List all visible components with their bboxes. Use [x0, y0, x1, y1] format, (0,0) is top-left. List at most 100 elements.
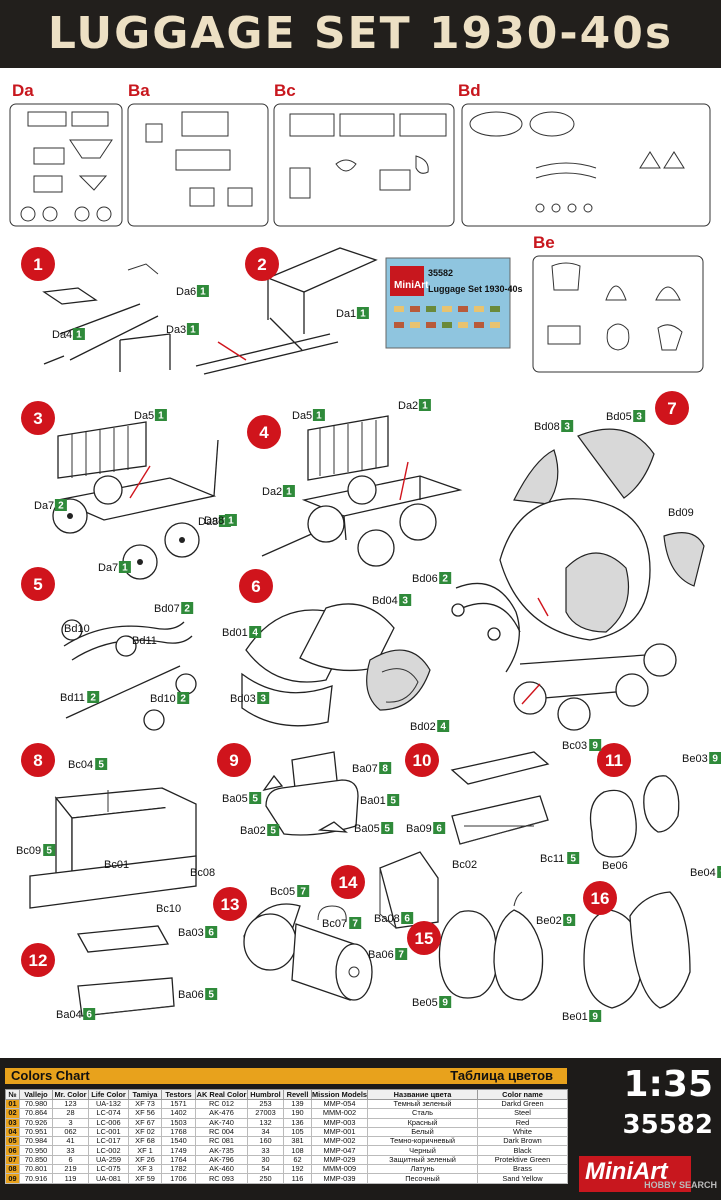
callout-color-number: 6 — [404, 914, 410, 925]
table-cell: XF 68 — [128, 1136, 162, 1147]
table-cell: LC-074 — [88, 1108, 129, 1119]
callout-color-box — [257, 692, 270, 704]
table-cell: 70.951 — [19, 1126, 53, 1138]
table-cell: MMM-002 — [311, 1108, 368, 1119]
table-cell: 27003 — [247, 1108, 284, 1119]
callout-part-label: Da7 — [98, 562, 118, 574]
step-markers: 1 2 3 4 5 6 7 8 9 10 11 12 13 14 15 16 — [21, 247, 689, 977]
callout-part-label: Bc10 — [156, 903, 181, 915]
callout-color-number: 2 — [442, 574, 448, 585]
step-3-marker: 3 — [21, 401, 55, 435]
table-cell: 123 — [52, 1098, 89, 1110]
colors-column-header: Revell — [283, 1089, 312, 1100]
callout-ba01: Ba01 5 — [360, 794, 400, 807]
callout-color-box — [349, 917, 362, 929]
svg-text:6: 6 — [251, 577, 260, 596]
callout-color-box — [563, 914, 576, 926]
table-cell: 136 — [283, 1117, 312, 1128]
callout-part-label: Ba03 — [178, 927, 204, 939]
callout-color-box — [633, 410, 646, 422]
sprue-ba: Ba — [127, 81, 269, 227]
callout-part-label: Bc09 — [16, 845, 41, 857]
callout-part-label: Be01 — [562, 1011, 588, 1023]
step1-drawing — [42, 263, 171, 372]
table-cell: 03 — [5, 1117, 20, 1128]
callout-color-number: 9 — [442, 998, 448, 1009]
callout-color-box — [177, 692, 190, 704]
table-cell: 253 — [247, 1098, 284, 1110]
sprue-label-ba: Ba — [128, 81, 150, 100]
table-cell: Black — [477, 1145, 568, 1156]
callout-part-label: Da5 — [292, 410, 312, 422]
callout-color-box — [395, 948, 408, 960]
table-cell: 1571 — [161, 1098, 196, 1110]
svg-text:13: 13 — [221, 895, 240, 914]
table-cell: White — [477, 1126, 568, 1138]
callout-color-box — [205, 988, 218, 1000]
table-cell: 139 — [283, 1098, 312, 1110]
callout-color-number: 7 — [398, 950, 404, 961]
callout-part-label: Bd08 — [534, 421, 560, 433]
callout-bc02: Bc02 — [452, 859, 477, 871]
table-cell: 04 — [5, 1126, 20, 1138]
callout-color-number: 5 — [390, 796, 396, 807]
table-cell: 381 — [283, 1136, 312, 1147]
table-cell: Dark Brown — [477, 1136, 568, 1147]
callout-color-number: 1 — [286, 487, 292, 498]
callout-part-label: Bc04 — [68, 759, 93, 771]
table-cell: 34 — [247, 1126, 284, 1138]
callout-part-label: Ba05 — [222, 793, 248, 805]
callout-color-box — [54, 499, 67, 511]
table-cell: 250 — [247, 1173, 284, 1184]
svg-text:1: 1 — [33, 255, 42, 274]
callout-color-number: 5 — [270, 826, 276, 837]
table-cell: 119 — [52, 1173, 89, 1184]
callout-part-label: Da1 — [336, 308, 356, 320]
callout-part-label: Bd06 — [412, 573, 438, 585]
callout-part-label: Bc11 — [540, 853, 564, 865]
table-cell: 1503 — [161, 1117, 196, 1128]
table-cell: 70.980 — [19, 1098, 53, 1110]
callout-color-box — [224, 514, 237, 526]
step-4-marker: 4 — [247, 415, 281, 449]
table-cell: 41 — [52, 1136, 89, 1147]
box-art-brand: MiniArt — [394, 280, 429, 291]
callout-part-label: Bd07 — [154, 603, 180, 615]
table-cell: XF 56 — [128, 1108, 162, 1119]
callout-color-number: 1 — [200, 287, 206, 298]
callout-color-box — [282, 485, 295, 497]
callout-part-label: Bd02 — [410, 721, 436, 733]
table-cell: AK-796 — [195, 1154, 248, 1166]
table-cell: 70.864 — [19, 1108, 53, 1119]
callout-part-label: Bd11 — [132, 635, 157, 647]
title-banner: LUGGAGE SET 1930-40s — [0, 0, 721, 68]
callout-part-label: Ba01 — [360, 795, 386, 807]
callout-part-label: Be05 — [412, 997, 438, 1009]
table-cell: RC 081 — [195, 1136, 248, 1147]
callout-be04: Be049 — [690, 866, 721, 879]
callout-color-number: 3 — [564, 422, 570, 433]
table-cell: 30 — [247, 1154, 284, 1166]
table-cell: Protektive Green — [477, 1154, 568, 1166]
table-cell: 70.850 — [19, 1154, 53, 1166]
callout-color-box — [709, 752, 721, 764]
callout-part-label: Ba06 — [368, 949, 394, 961]
table-cell: 70.916 — [19, 1173, 53, 1184]
callout-color-number: 6 — [86, 1010, 92, 1021]
callout-ba06: Ba06 7 — [368, 948, 408, 961]
table-cell: RC 012 — [195, 1098, 248, 1110]
table-cell: RC 093 — [195, 1173, 248, 1184]
callout-color-number: 1 — [422, 401, 428, 412]
table-cell: Латунь — [367, 1164, 478, 1175]
